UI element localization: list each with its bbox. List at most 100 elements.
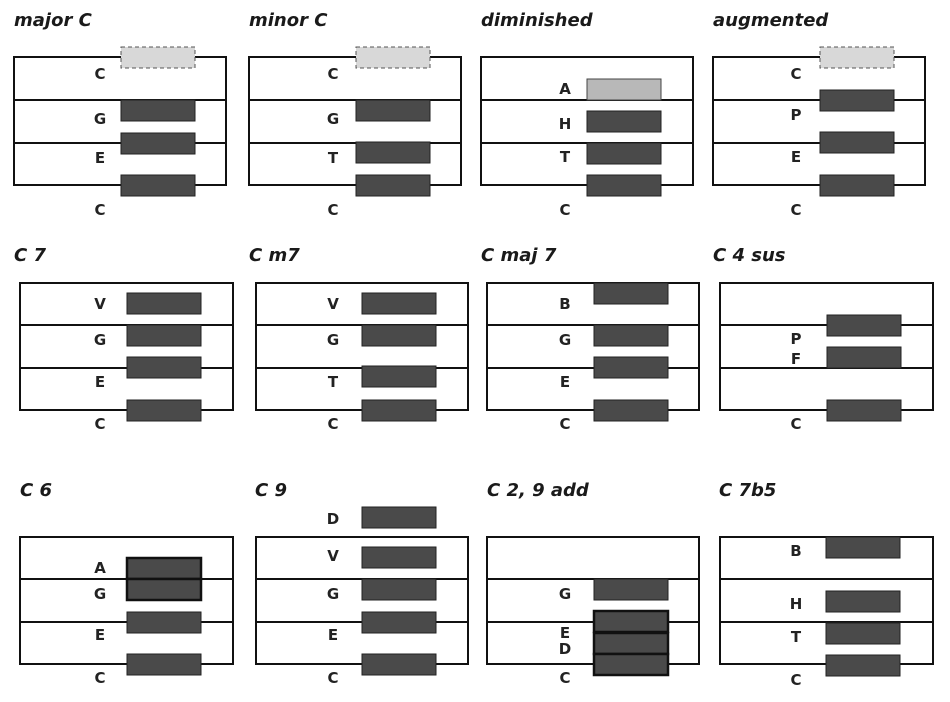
note-label: G [94,585,106,603]
note-block [361,578,437,601]
note-block [819,46,895,69]
note-block [819,89,895,112]
note-block [361,506,437,529]
note-block [361,365,437,388]
note-block [586,174,662,197]
note-block [361,653,437,676]
note-label: A [559,80,571,98]
note-label: T [791,628,802,646]
chord-title: C maj 7 [481,245,557,266]
note-label: C [790,65,801,83]
note-label: T [560,148,571,166]
note-label: C [94,415,105,433]
note-label: V [94,295,106,313]
note-label: C [559,201,570,219]
note-block [126,292,202,315]
note-label: C [790,201,801,219]
note-block [361,292,437,315]
note-label: H [559,115,572,133]
note-label: E [95,149,105,167]
note-label: G [327,585,339,603]
chord-title: minor C [249,10,328,31]
note-block [592,609,670,634]
note-label: B [559,295,570,313]
note-label: C [559,415,570,433]
note-label: C [327,415,338,433]
staff-box [13,56,227,186]
note-block [592,631,670,656]
note-block [825,536,901,559]
note-label: P [791,106,802,124]
note-label: C [94,669,105,687]
note-block [120,174,196,197]
note-block [825,654,901,677]
staff-box [486,282,700,411]
note-label: G [559,585,571,603]
note-label: G [94,110,106,128]
note-label: E [328,626,338,644]
note-label: V [327,547,339,565]
chord-title: C 6 [20,480,52,501]
note-label: D [559,640,571,658]
note-block [825,590,901,613]
note-block [825,622,901,645]
note-label: G [327,110,339,128]
staff-box [248,56,462,186]
note-label: E [95,373,105,391]
note-block [593,356,669,379]
note-label: G [94,331,106,349]
note-block [361,611,437,634]
note-block [120,132,196,155]
note-block [819,174,895,197]
chord-title: diminished [481,10,594,31]
chord-title: C 7b5 [719,480,776,501]
note-label: V [327,295,339,313]
note-label: C [327,669,338,687]
note-block [586,78,662,101]
note-block [126,399,202,422]
note-label: G [559,331,571,349]
chord-title: C 4 sus [713,245,786,266]
note-block [126,356,202,379]
note-label: C [559,669,570,687]
note-label: T [328,149,339,167]
note-block [355,46,431,69]
note-block [355,99,431,122]
note-block [120,99,196,122]
note-label: E [560,373,570,391]
note-block [826,399,902,422]
chord-title: C m7 [249,245,300,266]
note-block [593,282,669,305]
note-label: C [790,415,801,433]
note-label: F [791,350,801,368]
chord-title: augmented [713,10,829,31]
note-label: T [328,373,339,391]
note-block [361,324,437,347]
note-block [126,611,202,634]
note-block [355,141,431,164]
note-block [126,324,202,347]
note-label: D [327,510,339,528]
note-label: E [791,148,801,166]
staff-box [712,56,926,186]
chord-title: major C [14,10,93,31]
note-block [361,399,437,422]
chord-title: C 2, 9 add [487,480,590,501]
note-block [361,546,437,569]
note-label: E [95,626,105,644]
note-block [586,142,662,165]
note-block [126,653,202,676]
note-label: G [327,331,339,349]
note-block [593,578,669,601]
note-block [819,131,895,154]
note-label: C [94,201,105,219]
note-label: E [560,624,570,642]
